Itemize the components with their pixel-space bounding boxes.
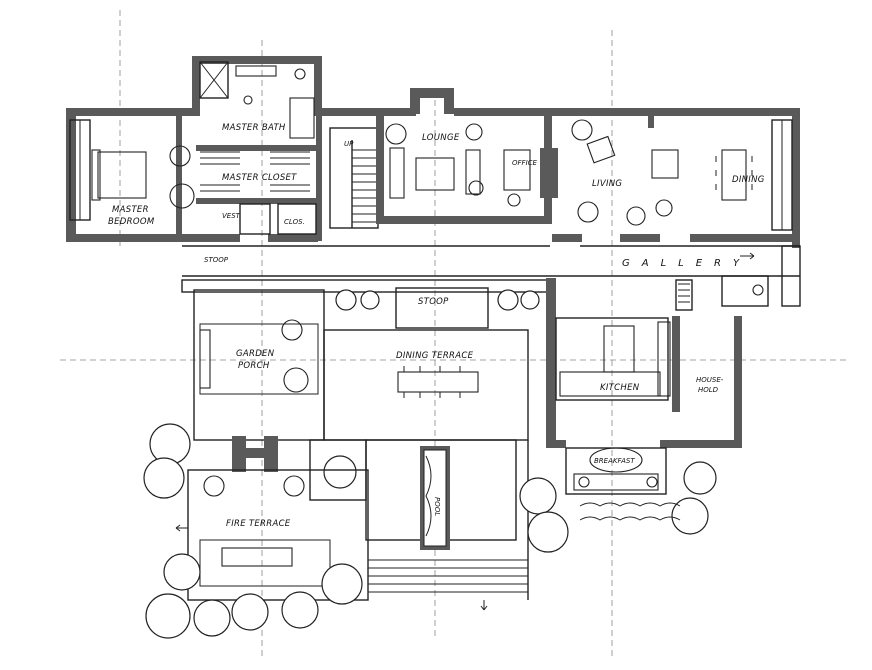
lounge-office — [376, 88, 558, 224]
label-vest: VEST. — [222, 212, 241, 220]
gallery — [182, 245, 801, 311]
label-garden-porch-2: PORCH — [238, 361, 270, 371]
label-gallery: GALLERY — [622, 258, 751, 269]
label-up: UP — [344, 140, 354, 148]
label-breakfast: BREAKFAST — [594, 457, 635, 465]
label-stoop: STOOP — [418, 297, 449, 307]
kitchen-wing — [546, 278, 742, 495]
label-lounge: LOUNGE — [422, 133, 460, 143]
label-master-bath: MASTER BATH — [222, 123, 286, 133]
fire-terrace — [187, 440, 529, 601]
label-kitchen: KITCHEN — [600, 383, 640, 393]
label-clos: CLOS. — [284, 218, 305, 226]
living-dining — [552, 108, 800, 248]
stoop-porch — [181, 279, 549, 472]
label-fire-terrace: FIRE TERRACE — [226, 519, 291, 529]
landscape-trees — [143, 423, 717, 639]
label-living: LIVING — [592, 179, 622, 189]
label-dining-terrace: DINING TERRACE — [396, 351, 474, 361]
dining-terrace — [309, 329, 529, 550]
label-garden-porch-1: GARDEN — [236, 349, 275, 359]
label-master-closet: MASTER CLOSET — [222, 173, 297, 183]
label-office: OFFICE — [512, 159, 538, 167]
room-labels: MASTER BATH MASTER CLOSET MASTER BEDROOM… — [108, 123, 765, 529]
label-pool: POOL — [433, 497, 441, 516]
label-dining: DINING — [732, 175, 765, 185]
label-household-2: HOLD — [698, 386, 719, 394]
master-wing — [66, 56, 376, 242]
section-arrows — [175, 252, 755, 611]
label-stoop-small: STOOP — [204, 256, 229, 264]
label-master-bedroom-2: BEDROOM — [108, 217, 155, 227]
reference-lines — [60, 10, 850, 660]
label-master-bedroom-1: MASTER — [112, 205, 149, 215]
stair — [329, 127, 379, 229]
label-household-1: HOUSE- — [696, 376, 724, 384]
